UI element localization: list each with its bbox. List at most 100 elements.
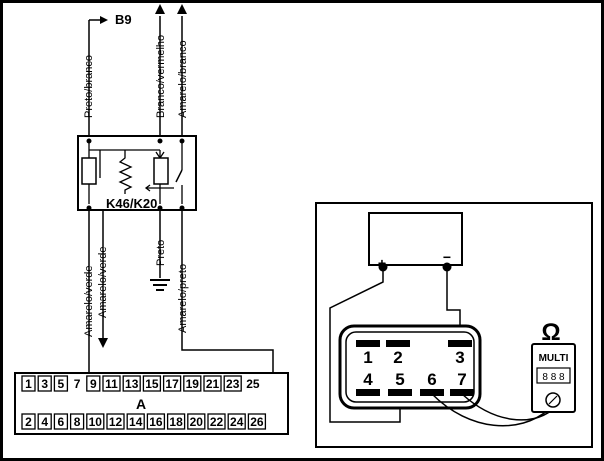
arrow-up-icon [155,4,165,14]
test-connector-pins: 1 2 3 4 5 6 7 [356,340,474,396]
connector-a-label: A [136,396,146,412]
multimeter-display: 8 8 8 [542,372,565,383]
connector-a-pin-9: 9 [90,377,97,391]
connector-a-pin-24: 24 [230,415,244,429]
test-pin-5: 5 [395,370,404,389]
connector-a-pin-8: 8 [74,415,81,429]
connector-a-pin-11: 11 [105,377,118,391]
connector-a-pin-25: 25 [246,377,260,391]
battery-minus: − [443,249,451,265]
connector-a-pin-15: 15 [145,377,159,391]
wire-label-amarelo-verde: Amarelo/verde [83,265,95,337]
test-panel-frame [315,202,593,448]
connector-a-pin-7: 7 [74,377,81,391]
connector-a-pin-12: 12 [109,415,123,429]
test-pin-slot [420,389,444,396]
connector-a-pin-2: 2 [25,415,32,429]
test-pin-1: 1 [363,348,372,367]
test-pin-slot [356,389,380,396]
connector-a-pin-13: 13 [125,377,139,391]
test-pin-slot [448,340,472,347]
relay-box [77,135,197,211]
relay-group: B9 Preto/branco Branco/vermelho Amarelo/… [77,4,274,374]
relay-name: K46/K20 [106,196,157,211]
test-pin-3: 3 [455,348,464,367]
test-pin-slot [388,389,412,396]
connector-a-cell-box [247,413,267,430]
connector-a-pin-4: 4 [41,415,48,429]
wire-label-amarelo-branco: Amarelo/branco [177,40,189,118]
connector-a-cell-box [162,375,182,392]
connector-a-cell-box [102,375,121,392]
connector-a-pin-21: 21 [206,377,220,391]
battery-terminal-plus [378,262,388,272]
ohm-symbol: Ω [541,319,560,346]
battery-terminal-minus [442,262,452,272]
connector-a-cell-box [122,375,141,392]
connector-a-pin-6: 6 [58,415,65,429]
connector-a-cell-box [86,375,101,392]
connector-a-cell-box [126,413,145,430]
test-pin-slot [450,389,474,396]
connector-a-cell-box [203,375,222,392]
connector-a-pin-10: 10 [89,415,103,429]
arrow-up-icon [177,4,187,14]
test-pin-4: 4 [363,370,373,389]
wire-label-branco-vermelho: Branco/vermelho [155,35,167,118]
connector-a-cell-box [37,375,52,392]
connector-a-cell-box [53,413,69,430]
test-pin-slot [386,340,410,347]
connector-a-pin-14: 14 [129,415,143,429]
connector-a-cell-box [142,375,162,392]
battery [368,212,463,266]
connector-a-pin-17: 17 [165,377,179,391]
wire-label-amarelo-preto: Amarelo/preto [177,264,189,333]
connector-a-pin-19: 19 [186,377,200,391]
connector-a-cell-box [223,375,242,392]
connector-a-cell-box [86,413,105,430]
connector-a-cell-box [187,413,206,430]
wire-label-amarelo-verde-2: Amarelo/verde [97,246,109,318]
relay-contact [153,157,169,185]
relay-coil [81,157,97,185]
destination-label: B9 [115,12,132,27]
test-connector-inner [345,331,475,403]
test-pin-slot [356,340,380,347]
connector-a-pin-18: 18 [169,415,183,429]
connector-a-cell-box [21,413,36,430]
connector-a-cell-box [37,413,52,430]
multimeter-display-frame [536,367,571,384]
connector-a-cell-box [106,413,125,430]
connector-a-cell-box [69,413,85,430]
ground-icon [150,279,170,291]
connector-a-pin-5: 5 [58,377,65,391]
connector-a-cell-box [207,413,226,430]
connector-a-cell-box [53,375,69,392]
test-pin-7: 7 [457,370,466,389]
connector-a-pin-3: 3 [41,377,48,391]
connector-a-pin-26: 26 [250,415,264,429]
connector-a-cell-box [183,375,202,392]
connector-a-pin-22: 22 [210,415,224,429]
connector-a-pin-16: 16 [149,415,163,429]
test-pin-6: 6 [427,370,436,389]
connector-a-cell-box [227,413,246,430]
connector-a-cell-box [166,413,186,430]
arrow-down-icon [98,338,108,348]
connector-a-pin-23: 23 [226,377,240,391]
connector-a-cell-box [146,413,166,430]
relay-resistor [118,152,133,194]
multimeter-label: MULTI [539,353,569,364]
wire-label-preto-branco: Preto/branco [83,55,95,118]
connector-a-pin-20: 20 [190,415,204,429]
test-pin-2: 2 [393,348,402,367]
connector-a-pin-1: 1 [25,377,32,391]
wire-label-preto: Preto [155,240,167,266]
connector-a-cell-box [21,375,36,392]
